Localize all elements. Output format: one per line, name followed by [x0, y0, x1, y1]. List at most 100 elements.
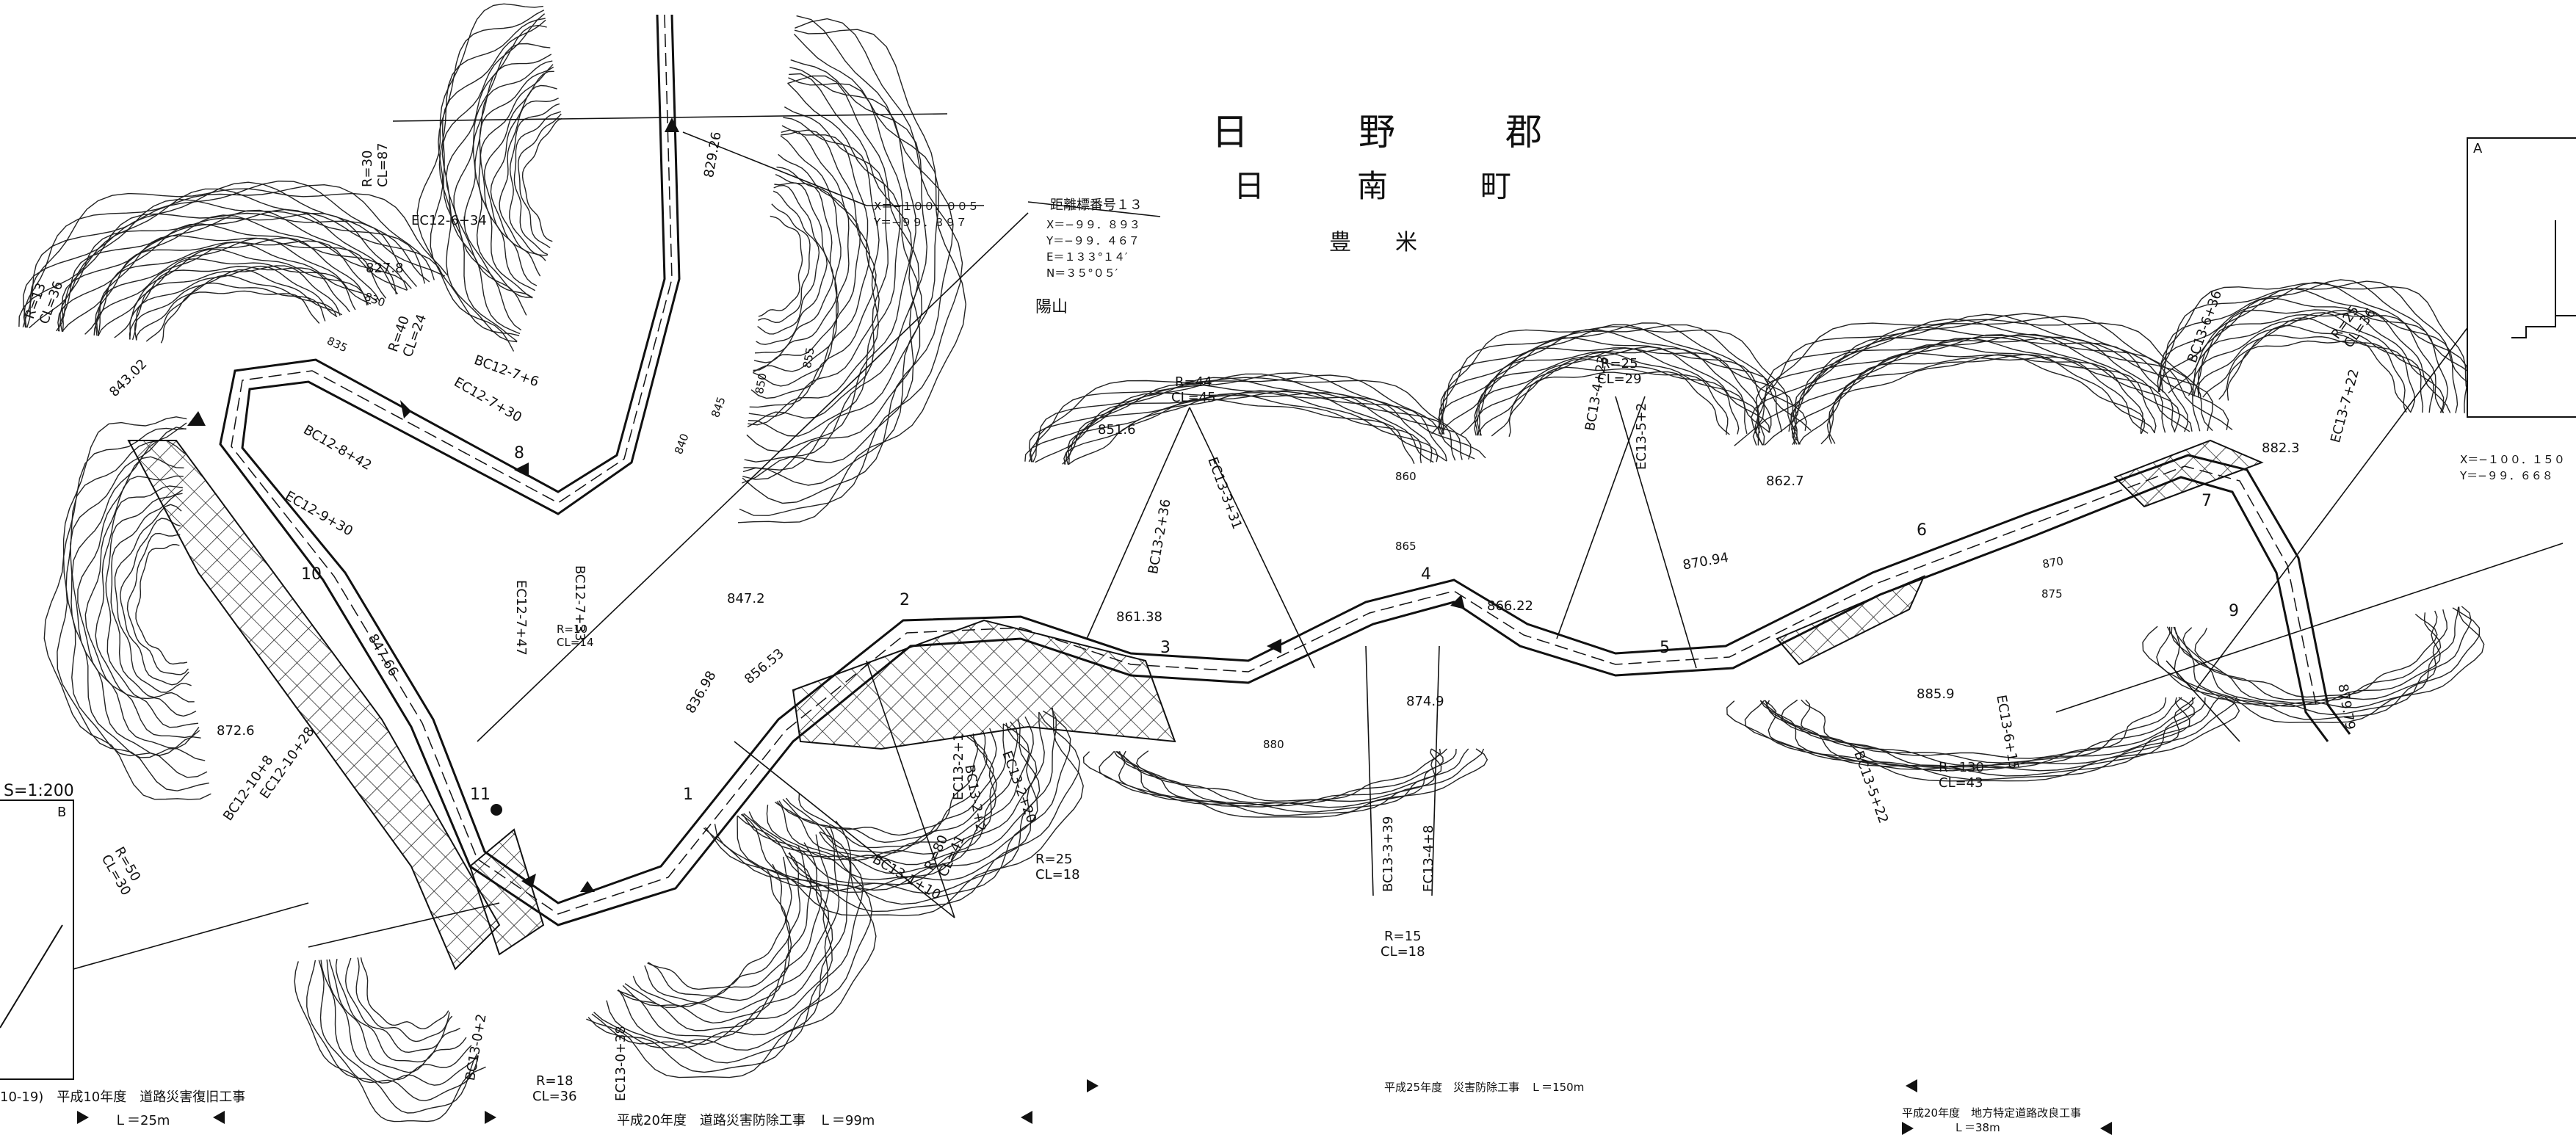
contour-line	[705, 708, 1084, 916]
contour-line	[744, 75, 920, 463]
contour-line	[328, 959, 467, 1073]
contour-line	[2157, 282, 2484, 414]
contour-line	[22, 181, 446, 328]
contour-line	[703, 711, 1081, 913]
contour-line	[1067, 390, 1439, 465]
contour-line	[714, 710, 1071, 905]
contour-line	[739, 18, 963, 516]
contour-line	[135, 543, 188, 665]
contour-line	[618, 846, 830, 1031]
elevation-label: 882.3	[2262, 440, 2300, 456]
contour-line	[743, 722, 1038, 881]
leader-lines	[73, 113, 2564, 970]
contour-line	[1028, 372, 1486, 463]
contour-line	[2168, 297, 2449, 413]
contour-lines	[18, 3, 2489, 1123]
inset-b-label: B	[57, 805, 67, 820]
contour-line	[776, 723, 1007, 861]
contour-line	[1801, 697, 2182, 764]
contour-line	[748, 125, 880, 417]
contour-line	[591, 832, 864, 1064]
contour-line	[1028, 373, 1472, 463]
contour-line	[478, 66, 554, 299]
coord-right-y: Y＝−９９．６６８	[2460, 469, 2553, 482]
district-title: 日 野 郡	[1212, 111, 1542, 153]
contour-line	[1791, 333, 2193, 445]
contour-line	[126, 532, 189, 675]
contour-line	[18, 188, 444, 327]
contour-line	[2182, 612, 2442, 701]
road-station-number: 11	[470, 786, 491, 804]
contour-line	[1477, 347, 1760, 436]
contour-line	[1063, 389, 1447, 465]
contour-line	[2188, 309, 2445, 413]
station-label: EC12-6+34	[411, 213, 487, 228]
contour-line	[750, 129, 870, 399]
contour-line	[2194, 613, 2438, 698]
road-edge-outer	[241, 14, 2351, 904]
contour-line	[1792, 336, 2190, 445]
contour-label: 880	[1263, 738, 1284, 751]
inset-box-b	[0, 799, 74, 1080]
road-station-number: 5	[1660, 639, 1670, 657]
station-label: EC12-7+47	[513, 580, 529, 656]
project-start-marker	[1087, 1079, 1099, 1092]
contour-line	[737, 708, 1057, 894]
contour-line	[355, 957, 450, 1042]
coord-top-y: Y＝−９９．３９７	[874, 216, 967, 229]
contour-line	[344, 957, 453, 1054]
benchmark-e: E＝１３３°１４′	[1046, 250, 1128, 264]
hatched-area	[127, 440, 501, 971]
station-label: BC12-7+33	[572, 565, 587, 642]
project-start-marker	[77, 1111, 89, 1124]
contour-line	[593, 831, 851, 1051]
contour-line	[1491, 366, 1729, 437]
contour-line	[1063, 393, 1422, 465]
contour-line	[1477, 352, 1748, 436]
contour-line	[335, 959, 460, 1063]
contour-line	[617, 842, 833, 1038]
contour-line	[1792, 334, 2180, 445]
contour-line	[2157, 280, 2489, 414]
contour-line	[1765, 697, 2196, 769]
contour-line	[56, 212, 418, 332]
elevation-label: 851.6	[1098, 422, 1136, 438]
road-edge-inner	[219, 14, 2329, 927]
contour-line	[22, 180, 430, 327]
contour-line	[1035, 383, 1447, 463]
contour-line	[1790, 337, 2166, 445]
contour-line	[758, 215, 803, 317]
elevation-label: 866.22	[1487, 598, 1533, 614]
contour-line	[748, 723, 1030, 874]
contour-line	[1474, 347, 1770, 436]
hatched-areas	[127, 439, 2264, 971]
road-alignment	[219, 14, 2351, 927]
contour-line	[644, 856, 792, 1004]
contour-line	[438, 18, 546, 343]
contour-line	[747, 106, 889, 428]
contour-line	[490, 84, 557, 277]
contour-line	[1765, 697, 2196, 772]
road-station-number: 7	[2201, 492, 2212, 510]
elevation-label: 862.7	[1766, 474, 1804, 489]
benchmark-y: Y＝−９９．４６７	[1046, 234, 1140, 247]
contour-line	[1820, 356, 2149, 445]
project-start-marker	[1902, 1122, 1914, 1135]
contour-line	[360, 957, 449, 1030]
direction-arrows	[187, 117, 1465, 892]
place-name: 陽山	[1035, 298, 1068, 316]
contour-line	[1726, 697, 2240, 782]
contour-label: 865	[1395, 540, 1417, 553]
project-end-marker	[213, 1111, 225, 1124]
contour-line	[1123, 748, 1444, 804]
contour-line	[2174, 610, 2441, 706]
elevation-label: 872.6	[217, 723, 255, 739]
station-label: EC13-5+2	[1634, 402, 1649, 470]
contour-line	[1440, 324, 1794, 435]
benchmark-x: X＝−９９．８９３	[1046, 218, 1140, 231]
contour-line	[441, 13, 546, 335]
contour-line	[320, 960, 479, 1086]
